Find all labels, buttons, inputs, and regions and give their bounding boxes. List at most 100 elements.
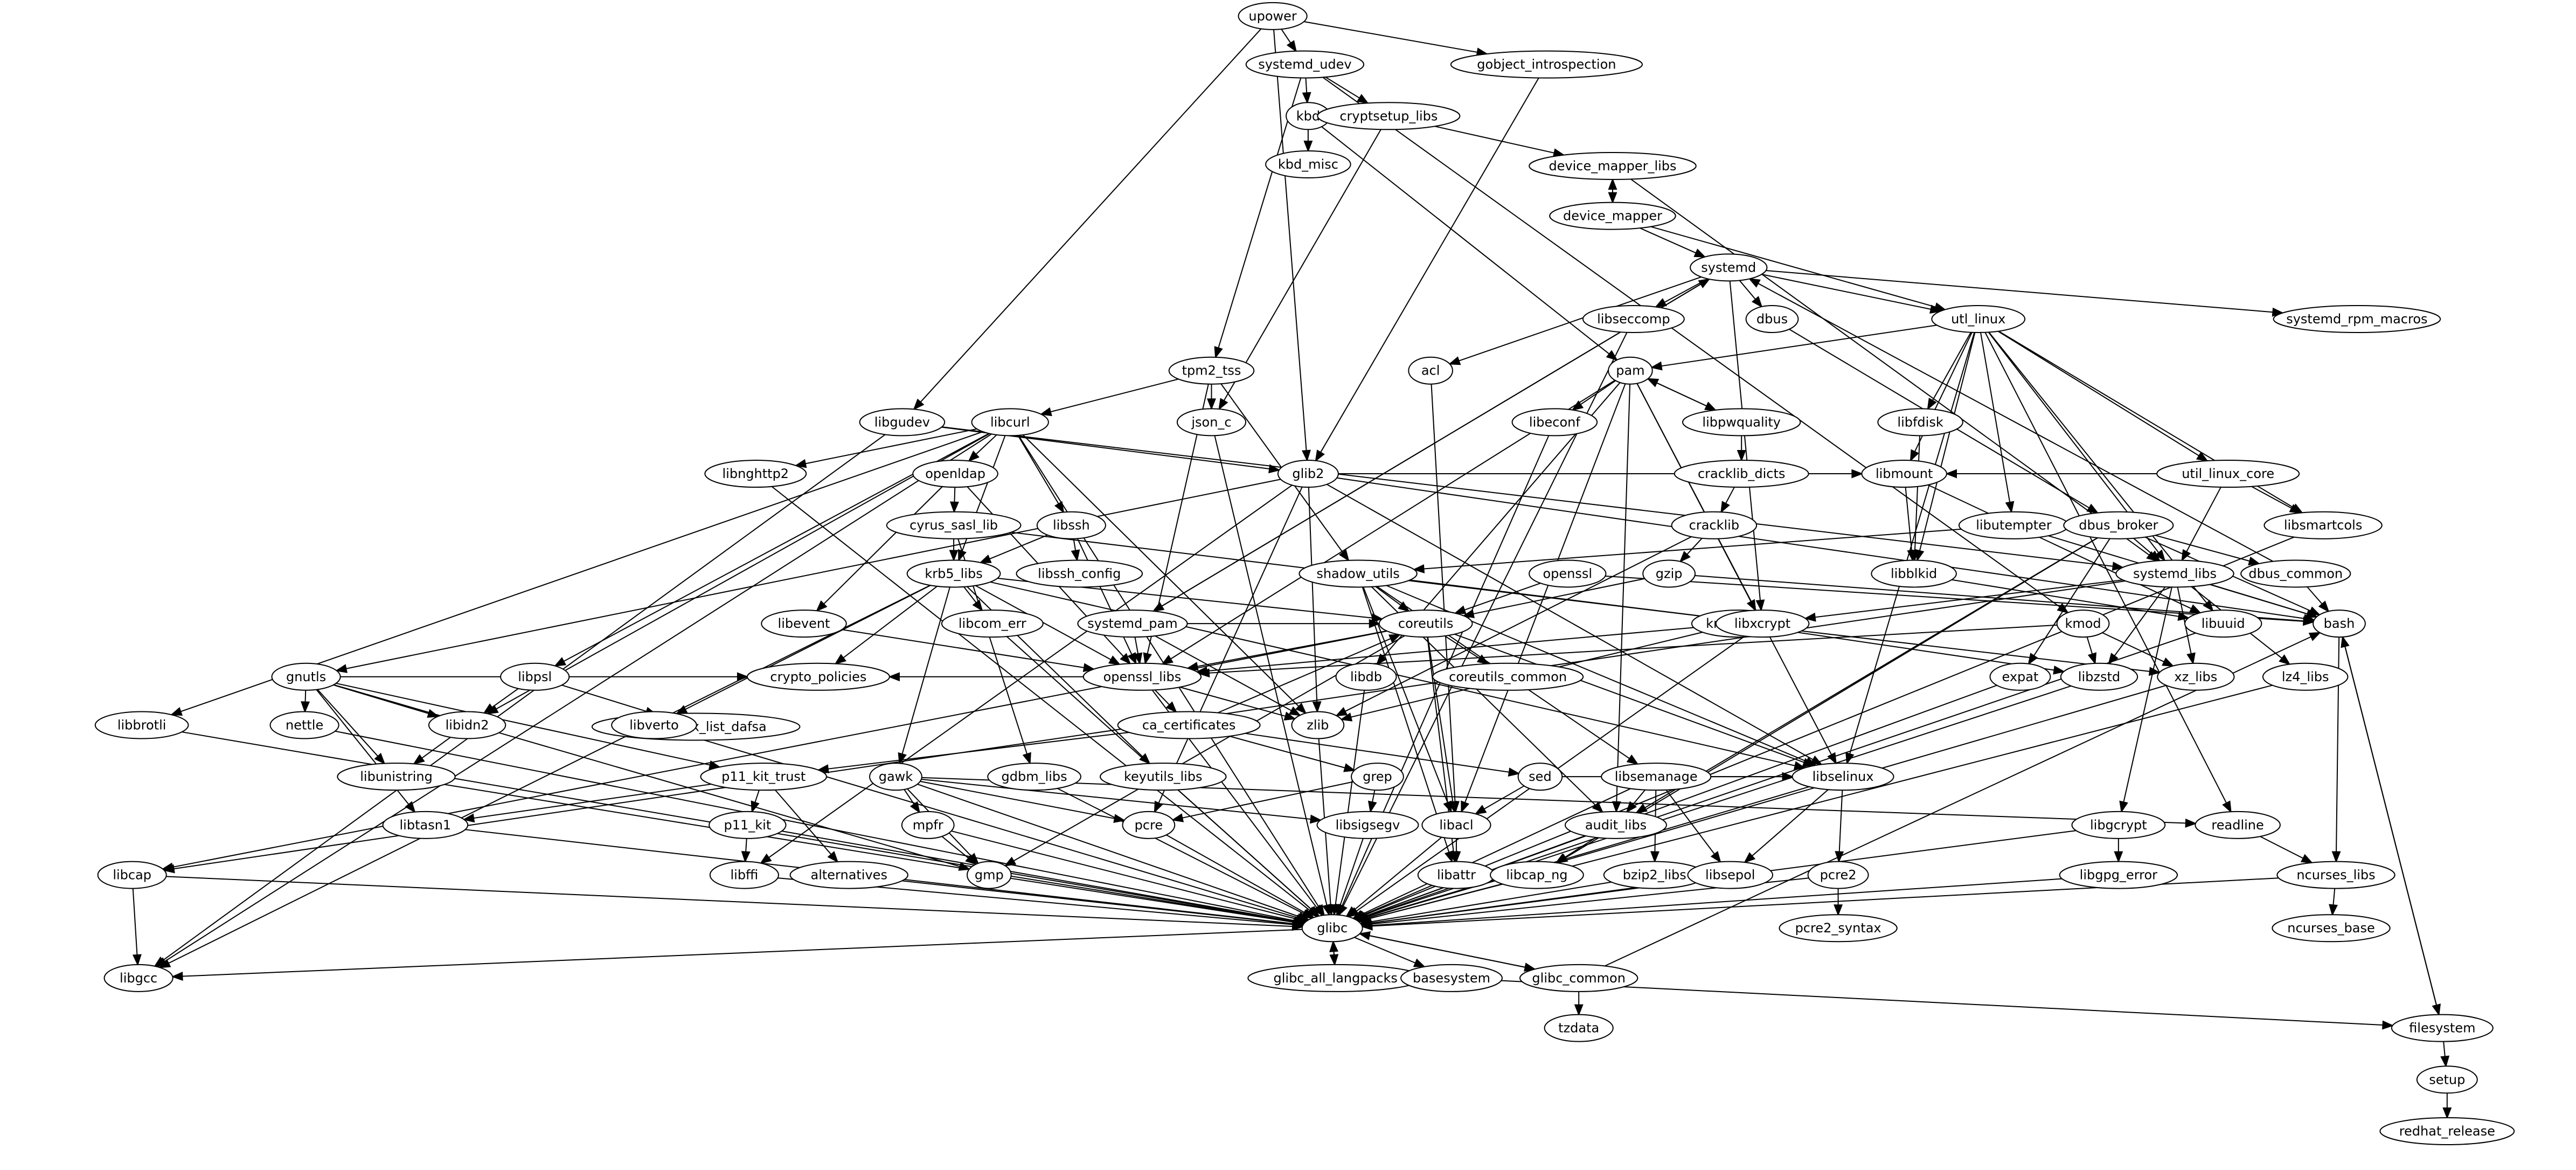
node-libevent[interactable]: libevent <box>761 610 847 638</box>
node-systemd_rpm_macros[interactable]: systemd_rpm_macros <box>2273 305 2441 334</box>
node-libcurl[interactable]: libcurl <box>971 408 1049 437</box>
node-openssl[interactable]: openssl <box>1529 559 1607 588</box>
node-readline[interactable]: readline <box>2195 811 2281 839</box>
node-zlib[interactable]: zlib <box>1291 711 1345 739</box>
node-libnghttp2[interactable]: libnghttp2 <box>704 460 807 488</box>
node-libutempter[interactable]: libutempter <box>1958 511 2070 539</box>
node-expat[interactable]: expat <box>1989 662 2051 691</box>
node-libgudev[interactable]: libgudev <box>859 408 946 437</box>
node-krb5_libs[interactable]: krb5_libs <box>906 559 1001 588</box>
node-kbd_misc[interactable]: kbd_misc <box>1265 150 1351 178</box>
node-libcom_err[interactable]: libcom_err <box>941 610 1044 638</box>
node-tzdata[interactable]: tzdata <box>1544 1014 1614 1042</box>
node-libsemanage[interactable]: libsemanage <box>1601 763 1712 791</box>
node-libgcc[interactable]: libgcc <box>103 964 173 992</box>
node-gzip[interactable]: gzip <box>1642 559 1696 588</box>
node-p11_kit_trust[interactable]: p11_kit_trust <box>700 763 828 791</box>
node-shadow_utils[interactable]: shadow_utils <box>1299 559 1418 588</box>
node-libsmartcols[interactable]: libsmartcols <box>2263 511 2383 539</box>
node-libssh_config[interactable]: libssh_config <box>1016 559 1143 588</box>
node-libverto[interactable]: libverto <box>611 711 697 739</box>
node-gawk[interactable]: gawk <box>869 763 922 791</box>
node-redhat_release[interactable]: redhat_release <box>2379 1117 2515 1145</box>
node-tpm2_tss[interactable]: tpm2_tss <box>1168 356 1255 385</box>
node-alternatives[interactable]: alternatives <box>789 861 908 889</box>
node-json_c[interactable]: json_c <box>1176 408 1247 437</box>
node-libcap_ng[interactable]: libcap_ng <box>1490 861 1584 889</box>
node-gdbm_libs[interactable]: gdbm_libs <box>987 763 1081 791</box>
node-openssl_libs[interactable]: openssl_libs <box>1082 662 1202 691</box>
node-glibc[interactable]: glibc <box>1301 914 1363 943</box>
node-cracklib[interactable]: cracklib <box>1671 511 1758 539</box>
node-cracklib_dicts[interactable]: cracklib_dicts <box>1674 460 1809 488</box>
node-libacl[interactable]: libacl <box>1421 811 1491 839</box>
node-libfdisk[interactable]: libfdisk <box>1877 408 1963 437</box>
node-dbus[interactable]: dbus <box>1745 305 1799 334</box>
node-cyrus_sasl_lib[interactable]: cyrus_sasl_lib <box>886 511 1022 539</box>
node-libblkid[interactable]: libblkid <box>1871 559 1957 588</box>
node-basesystem[interactable]: basesystem <box>1400 964 1503 992</box>
node-libcap[interactable]: libcap <box>97 861 167 889</box>
node-libtasn1[interactable]: libtasn1 <box>382 811 469 839</box>
node-device_mapper_libs[interactable]: device_mapper_libs <box>1529 151 1697 180</box>
node-pam[interactable]: pam <box>1608 356 1653 385</box>
node-libunistring[interactable]: libunistring <box>337 763 456 791</box>
node-libffi[interactable]: libffi <box>709 861 779 889</box>
node-pcre2_syntax[interactable]: pcre2_syntax <box>1779 914 1898 943</box>
node-glib2[interactable]: glib2 <box>1277 460 1339 488</box>
node-gmp[interactable]: gmp <box>967 861 1012 889</box>
node-libmount[interactable]: libmount <box>1861 460 1947 488</box>
node-audit_libs[interactable]: audit_libs <box>1564 811 1667 839</box>
node-libbrotli[interactable]: libbrotli <box>94 711 189 739</box>
node-systemd_libs[interactable]: systemd_libs <box>2115 559 2234 588</box>
node-grep[interactable]: grep <box>1351 763 1404 791</box>
node-coreutils_common[interactable]: coreutils_common <box>1432 662 1584 691</box>
node-libidn2[interactable]: libidn2 <box>428 711 506 739</box>
node-dbus_common[interactable]: dbus_common <box>2240 559 2351 588</box>
node-setup[interactable]: setup <box>2416 1065 2478 1094</box>
node-glibc_all_langpacks[interactable]: glibc_all_langpacks <box>1247 964 1424 992</box>
node-bzip2_libs[interactable]: bzip2_libs <box>1603 861 1706 889</box>
node-gobject_introspection[interactable]: gobject_introspection <box>1450 50 1643 79</box>
node-xz_libs[interactable]: xz_libs <box>2157 662 2235 691</box>
node-libdb[interactable]: libdb <box>1335 662 1397 691</box>
node-libssh[interactable]: libssh <box>1036 511 1106 539</box>
node-libattr[interactable]: libattr <box>1417 861 1496 889</box>
node-ncurses_base[interactable]: ncurses_base <box>2272 914 2391 943</box>
node-device_mapper[interactable]: device_mapper <box>1549 202 1676 230</box>
node-lz4_libs[interactable]: lz4_libs <box>2262 662 2349 691</box>
node-libgcrypt[interactable]: libgcrypt <box>2071 811 2166 839</box>
node-dbus_broker[interactable]: dbus_broker <box>2063 511 2174 539</box>
node-bash[interactable]: bash <box>2313 610 2366 638</box>
node-libselinux[interactable]: libselinux <box>1792 763 1894 791</box>
node-coreutils[interactable]: coreutils <box>1378 610 1473 638</box>
node-filesystem[interactable]: filesystem <box>2391 1014 2494 1042</box>
node-ncurses_libs[interactable]: ncurses_libs <box>2276 861 2396 889</box>
node-keyutils_libs[interactable]: keyutils_libs <box>1099 763 1227 791</box>
node-cryptsetup_libs[interactable]: cryptsetup_libs <box>1317 102 1461 130</box>
node-gnutls[interactable]: gnutls <box>271 662 341 691</box>
node-util_linux_core[interactable]: util_linux_core <box>2156 460 2300 488</box>
node-libzstd[interactable]: libzstd <box>2060 662 2138 691</box>
node-kbd[interactable]: kbd <box>1286 102 1331 130</box>
node-systemd_udev[interactable]: systemd_udev <box>1245 50 1365 79</box>
node-systemd_pam[interactable]: systemd_pam <box>1077 610 1188 638</box>
node-libuuid[interactable]: libuuid <box>2184 610 2262 638</box>
node-upower[interactable]: upower <box>1238 2 1308 30</box>
node-libseccomp[interactable]: libseccomp <box>1582 305 1685 334</box>
node-ca_certificates[interactable]: ca_certificates <box>1117 711 1261 739</box>
node-glibc_common[interactable]: glibc_common <box>1519 964 1638 992</box>
node-libpwquality[interactable]: libpwquality <box>1682 408 1801 437</box>
node-systemd[interactable]: systemd <box>1690 253 1768 282</box>
node-p11_kit[interactable]: p11_kit <box>709 811 787 839</box>
node-openldap[interactable]: openldap <box>912 460 998 488</box>
node-mpfr[interactable]: mpfr <box>901 811 955 839</box>
node-libpsl[interactable]: libpsl <box>500 662 570 691</box>
node-sed[interactable]: sed <box>1517 763 1563 791</box>
node-nettle[interactable]: nettle <box>269 711 339 739</box>
node-crypto_policies[interactable]: crypto_policies <box>746 662 890 691</box>
node-libsepol[interactable]: libsepol <box>1687 861 1774 889</box>
node-utl_linux[interactable]: utl_linux <box>1931 305 2026 334</box>
node-acl[interactable]: acl <box>1408 356 1453 385</box>
node-libxcrypt[interactable]: libxcrypt <box>1715 610 1810 638</box>
